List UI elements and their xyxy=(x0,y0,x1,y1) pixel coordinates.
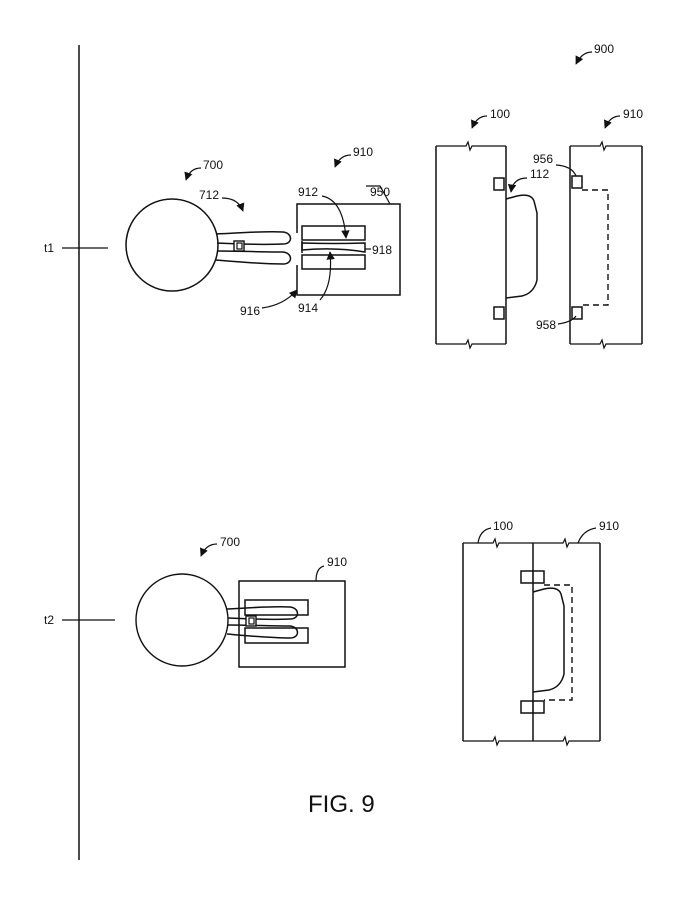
ref-958-leader xyxy=(557,315,577,325)
t2-finger-lower xyxy=(226,624,299,639)
ref-958-label: 958 xyxy=(536,318,556,332)
ref-712-label: 712 xyxy=(199,188,219,202)
ref-950-leader xyxy=(366,185,391,205)
t1-device-body xyxy=(125,198,219,292)
t1-dashed-recess xyxy=(582,189,609,306)
ref-910-t1-panel-arrow xyxy=(604,115,621,129)
ref-100-t1-arrow xyxy=(471,115,488,129)
t1-panel-100 xyxy=(435,140,538,350)
t1-panel-100-clip-bottom xyxy=(493,306,505,320)
t2-holder-outline xyxy=(238,580,346,668)
ref-912-arrow xyxy=(321,195,350,239)
t1-finger-tab xyxy=(233,240,245,252)
ref-900-arrow xyxy=(575,51,593,65)
t1-lower-slot xyxy=(301,254,366,270)
t1-device-700 xyxy=(125,198,292,292)
ref-712-arrow xyxy=(221,197,245,212)
ref-912-label: 912 xyxy=(298,185,318,199)
t1-spring-918 xyxy=(301,242,366,253)
t1-panel-100-clip-top xyxy=(493,177,505,191)
t1-clip-958 xyxy=(571,306,583,320)
t2-dashed-recess xyxy=(544,584,573,701)
t2-feature-112 xyxy=(532,587,565,693)
t1-panel-910 xyxy=(569,140,643,350)
t2-finger-tab xyxy=(245,615,257,627)
ref-100-t1-label: 100 xyxy=(490,107,510,121)
t1-label: t1 xyxy=(44,241,54,255)
t1-finger-upper xyxy=(215,230,292,246)
ref-910-t2-label: 910 xyxy=(327,555,347,569)
ref-910-t1-panel-label: 910 xyxy=(623,107,643,121)
ref-100-t2-label: 100 xyxy=(493,519,513,533)
ref-914-arrow xyxy=(319,251,335,301)
ref-910-t1-arrow xyxy=(334,154,352,168)
ref-700-t1-label: 700 xyxy=(203,158,223,172)
t1-finger-lower xyxy=(215,250,292,265)
t2-finger-upper xyxy=(226,606,299,621)
t2-lower-slot xyxy=(244,627,309,644)
ref-916-arrow xyxy=(261,289,298,309)
ref-914-label: 914 xyxy=(298,301,318,315)
t2-assembled-panels xyxy=(462,537,601,747)
ref-950-label: 950 xyxy=(370,185,390,199)
t1-clip-956 xyxy=(571,175,583,189)
ref-700-t2-arrow xyxy=(200,543,218,557)
ref-910-t1-label: 910 xyxy=(353,145,373,159)
ref-700-t1-arrow xyxy=(184,167,202,181)
t2-device-body xyxy=(135,573,229,667)
t1-feature-112 xyxy=(505,194,538,299)
ref-700-t2-label: 700 xyxy=(220,535,240,549)
ref-910-t2-panel-label: 910 xyxy=(599,519,619,533)
ref-900-label: 900 xyxy=(594,42,614,56)
ref-956-leader xyxy=(555,164,577,177)
t2-finger-tab-inner xyxy=(248,617,255,625)
t2-device-700 xyxy=(135,573,299,667)
ref-100-t2-leader xyxy=(477,527,492,544)
ref-910-t2-panel-leader xyxy=(577,527,597,544)
ref-112-arrow xyxy=(507,177,528,193)
t2-label: t2 xyxy=(44,613,54,627)
ref-112-label: 112 xyxy=(530,167,549,181)
ref-956-label: 956 xyxy=(533,152,553,166)
ref-910-t2-leader xyxy=(315,565,325,582)
ref-916-label: 916 xyxy=(240,304,260,318)
t1-upper-slot xyxy=(301,225,366,241)
t1-finger-tab-inner xyxy=(236,242,243,250)
figure-caption: FIG. 9 xyxy=(308,791,375,818)
ref-918-label: 918 xyxy=(372,243,392,257)
